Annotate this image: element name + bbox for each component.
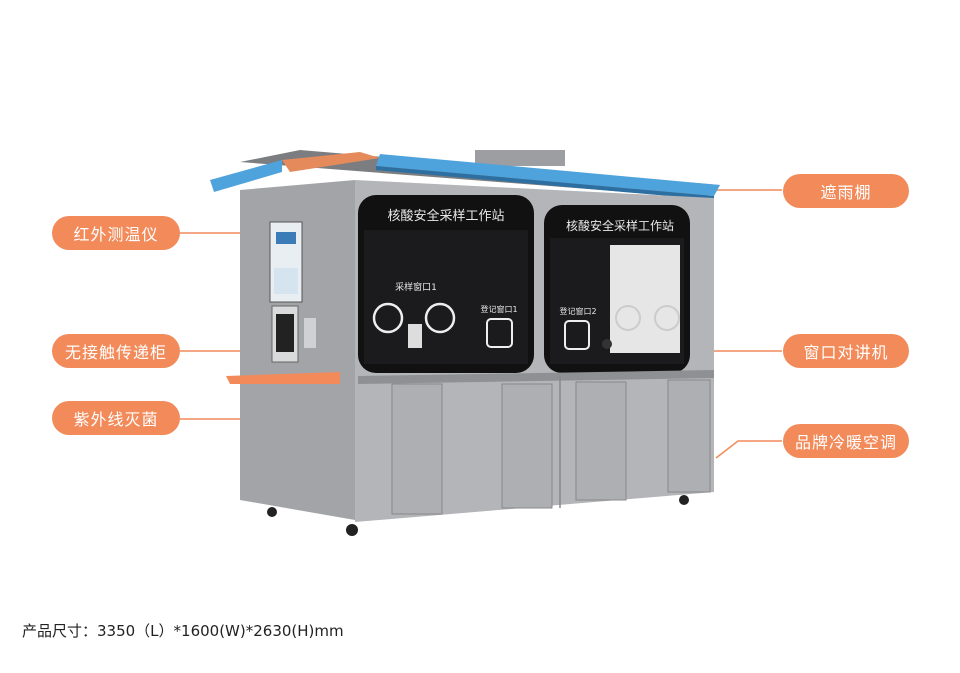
callout-air-conditioner: 品牌冷暖空调 — [783, 424, 909, 458]
roof-orange-edge — [282, 152, 380, 172]
thermometer-device — [408, 324, 422, 348]
glove-port-left — [372, 302, 404, 334]
wheel-1 — [267, 507, 277, 517]
cabinet-door-2 — [501, 383, 553, 509]
callout-rain-shelter: 遮雨棚 — [783, 174, 909, 208]
rain-shelter-front — [376, 154, 720, 196]
product-dimensions: 产品尺寸：3350（L）*1600(W)*2630(H)mm — [22, 622, 344, 640]
callout-thermometer: 红外测温仪 — [52, 216, 180, 250]
register-window-1-label: 登记窗口1 — [480, 304, 517, 314]
callout-intercom: 窗口对讲机 — [783, 334, 909, 368]
side-shelf — [226, 372, 340, 384]
cabinet-door-1 — [391, 383, 443, 515]
sample-window-1-label: 采样窗口1 — [395, 281, 437, 293]
glove-port-3 — [615, 305, 641, 331]
window-right-title: 核酸安全采样工作站 — [566, 218, 674, 233]
counter-ledge — [358, 370, 714, 384]
cabinet-door-3 — [575, 381, 627, 501]
cabinet-door-4 — [667, 379, 711, 493]
glove-port-4 — [654, 305, 680, 331]
glove-port-right — [424, 302, 456, 334]
register-window-2-label: 登记窗口2 — [559, 306, 596, 316]
register-port-2 — [564, 320, 590, 350]
wheel-3 — [679, 495, 689, 505]
rain-shelter-edge — [376, 166, 714, 200]
screen-image — [274, 268, 298, 294]
callout-uv-sterilize: 紫外线灭菌 — [52, 401, 180, 435]
roof-vent — [475, 150, 565, 166]
screen-logo — [276, 232, 296, 244]
wheel-2 — [346, 524, 358, 536]
window-left-title: 核酸安全采样工作站 — [387, 208, 504, 224]
window-right-panel — [610, 245, 680, 353]
transfer-cabinet-opening — [276, 314, 294, 352]
window-glass-left — [364, 230, 528, 364]
intercom-device — [602, 339, 612, 349]
cabinet-label — [304, 318, 316, 348]
callout-no-contact-cabinet: 无接触传递柜 — [52, 334, 180, 368]
rain-shelter-left — [210, 160, 282, 192]
register-port-1 — [486, 318, 513, 348]
